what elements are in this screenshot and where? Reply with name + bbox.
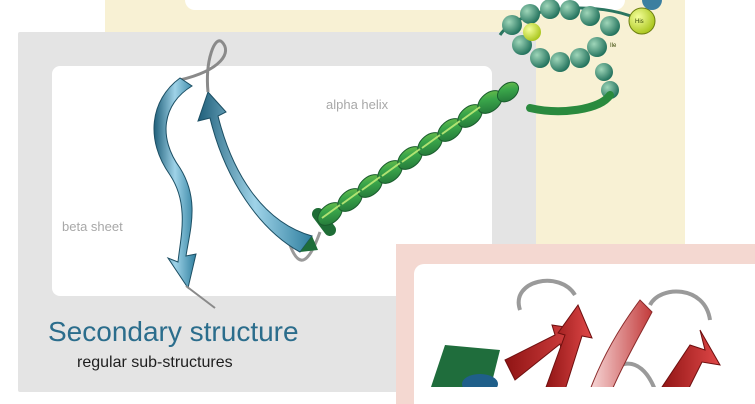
tertiary-structure (430, 281, 720, 387)
beta-sheet-label: beta sheet (62, 219, 123, 234)
amino-acid-chain (500, 0, 662, 99)
secondary-structure-title: Secondary structure (48, 316, 299, 348)
bead-label-ile: Ile (610, 43, 617, 49)
alpha-helix-label: alpha helix (326, 97, 388, 112)
bead-label-his: His (635, 19, 644, 25)
beta-sheet (154, 41, 318, 308)
secondary-structure-subtitle: regular sub-structures (77, 354, 233, 372)
